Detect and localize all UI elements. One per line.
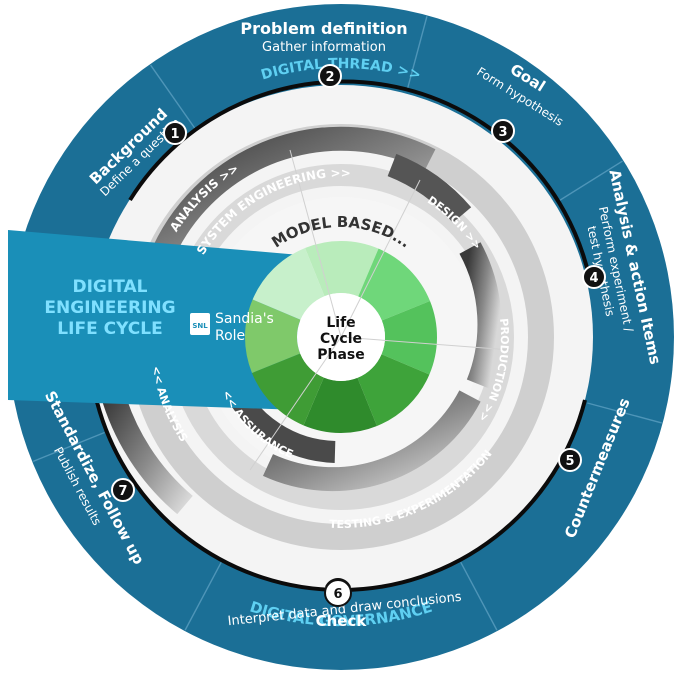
step-marker-6: 6: [324, 578, 352, 607]
phase-wheel-segment: [381, 301, 437, 375]
svg-text:6: 6: [333, 587, 342, 602]
testing-band: [263, 390, 481, 492]
center-label-line2: Cycle: [320, 331, 362, 347]
phase-wheel-segment: [303, 377, 377, 434]
sandia-logo-icon: [190, 313, 210, 335]
segment-divider: [587, 402, 662, 424]
digital-thread-arc: [128, 79, 592, 281]
radial-grid: [249, 149, 511, 471]
production-band: [459, 242, 502, 389]
svg-text:5: 5: [565, 454, 574, 469]
sandia-role-line1: Sandia's: [215, 311, 274, 327]
step-marker-3: 3: [491, 119, 515, 143]
svg-text:1: 1: [170, 127, 179, 142]
title-line3: LIFE CYCLE: [57, 319, 162, 339]
center-label-line3: Phase: [317, 347, 365, 363]
system-engineering-band: [148, 126, 436, 265]
step-marker-7: 7: [111, 478, 135, 502]
step-marker-2: 2: [318, 64, 342, 88]
svg-text:4: 4: [589, 271, 598, 286]
segment-divider: [32, 431, 105, 463]
segment-divider: [556, 160, 623, 203]
phase-wheel-segment: [245, 299, 301, 373]
phase-wheel-segment: [357, 354, 430, 427]
segment-divider: [184, 561, 222, 631]
segment-dividers: [32, 16, 662, 631]
step-marker-4: 4: [582, 265, 606, 289]
analysis-bottom-band: [100, 388, 193, 515]
title-line1: DIGITAL: [73, 277, 148, 297]
svg-text:7: 7: [118, 484, 127, 499]
segment-2-title: Problem definition: [240, 19, 407, 38]
design-band: [387, 153, 472, 223]
segment-divider: [406, 16, 428, 91]
phase-wheel-segment: [305, 241, 379, 297]
title-wedge: [8, 230, 300, 410]
step-marker-5: 5: [558, 448, 582, 472]
svg-text:3: 3: [498, 125, 507, 140]
center-label-line1: Life: [326, 315, 355, 331]
title-line2: ENGINEERING: [44, 298, 175, 318]
sandia-logo-letters: SNL: [192, 322, 208, 330]
step-marker-1: 1: [163, 121, 187, 145]
phase-wheel-segment: [252, 247, 325, 320]
phase-wheel-segment: [251, 353, 324, 426]
svg-text:2: 2: [325, 70, 334, 85]
segment-2-sub: Gather information: [262, 40, 386, 55]
segment-divider: [149, 64, 196, 129]
segment-divider: [460, 561, 498, 631]
segment-6-title: Check: [316, 612, 368, 630]
sandia-role-line2: Role: [215, 328, 245, 344]
refresh-icon: [325, 578, 351, 588]
